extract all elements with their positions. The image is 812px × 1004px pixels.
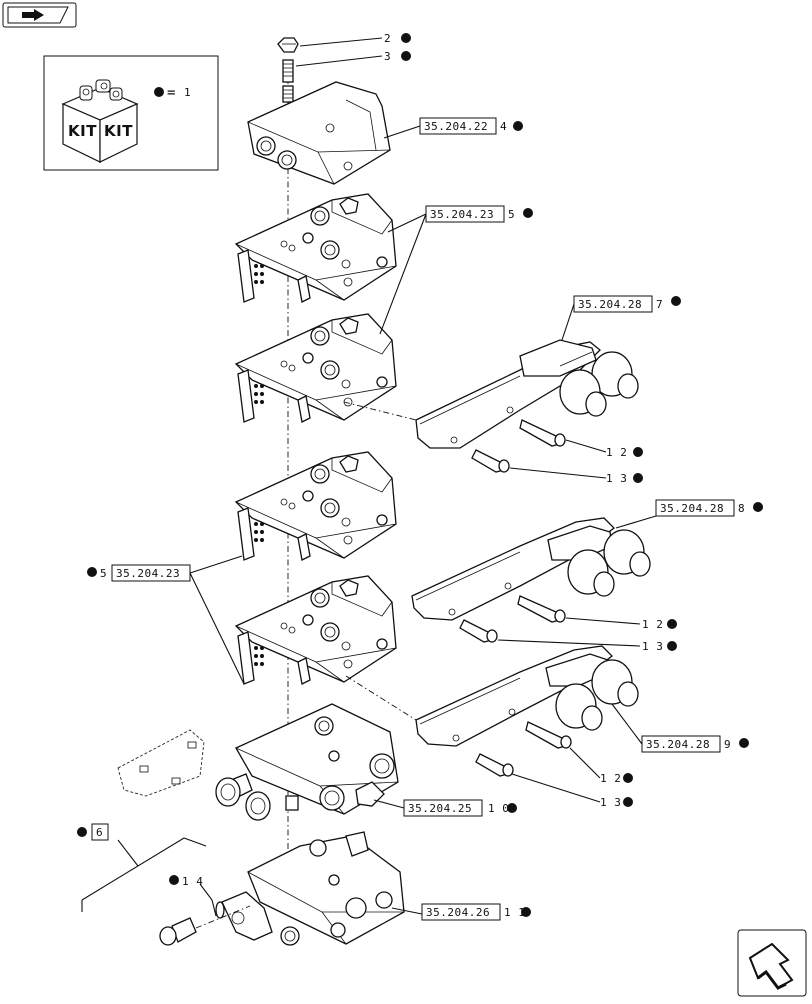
ref-5b-bullet <box>87 567 97 577</box>
bolt-13c[interactable] <box>475 753 514 777</box>
ref-7-bullet <box>671 296 681 306</box>
ref-9: 9 <box>724 738 731 751</box>
handle-assembly-8[interactable] <box>411 517 651 621</box>
arrow-forward-icon[interactable] <box>737 929 807 997</box>
kit-label-right: KIT <box>104 122 133 140</box>
ref-10-bullet <box>507 803 517 813</box>
ref-13a: 1 3 <box>606 472 627 485</box>
ref-8-bullet <box>753 502 763 512</box>
ref-12a: 1 2 <box>606 446 627 459</box>
ref-5b-code[interactable]: 35.204.23 <box>116 567 180 580</box>
ref-6[interactable]: 6 <box>96 826 103 839</box>
bolt-13b[interactable] <box>459 619 498 643</box>
section-10-part[interactable] <box>215 703 399 821</box>
bolt-12c[interactable] <box>525 721 572 749</box>
kit-label-left: KIT <box>68 122 97 140</box>
ref-5-bullet <box>523 208 533 218</box>
ref-7: 7 <box>656 298 663 311</box>
ref-3-bullet <box>401 51 411 61</box>
ref-13b: 1 3 <box>642 640 663 653</box>
ref-5-code[interactable]: 35.204.23 <box>430 208 494 221</box>
gasket-part[interactable] <box>117 729 205 797</box>
o-ring-part[interactable] <box>215 901 225 919</box>
ref-14-bullet <box>169 875 179 885</box>
fitting-part[interactable] <box>159 917 197 946</box>
inlet-section-part[interactable] <box>247 81 391 185</box>
ref-10-code[interactable]: 35.204.25 <box>408 802 472 815</box>
ref-9-code[interactable]: 35.204.28 <box>646 738 710 751</box>
ref-9-bullet <box>739 738 749 748</box>
ref-12b-bullet <box>667 619 677 629</box>
ref-13b-bullet <box>667 641 677 651</box>
section-11-part[interactable] <box>221 831 405 946</box>
ref-13c: 1 3 <box>600 796 621 809</box>
ref-14: 1 4 <box>182 875 203 888</box>
ref-3: 3 <box>384 50 391 63</box>
bolt-13a[interactable] <box>471 449 510 473</box>
ref-11-bullet <box>521 907 531 917</box>
kit-box-icon <box>61 79 139 163</box>
ref-12c: 1 2 <box>600 772 621 785</box>
ref-2-bullet <box>401 33 411 43</box>
ref-11-code[interactable]: 35.204.26 <box>426 906 490 919</box>
ref-13a-bullet <box>633 473 643 483</box>
ref-4: 4 <box>500 120 507 133</box>
ref-12b: 1 2 <box>642 618 663 631</box>
kit-legend: KIT KIT = 1 <box>43 55 219 171</box>
bolt-12b[interactable] <box>517 595 566 623</box>
ref-4-bullet <box>513 121 523 131</box>
valve-section-3[interactable] <box>234 451 397 561</box>
ref-8: 8 <box>738 502 745 515</box>
kit-bullet-icon <box>154 87 164 97</box>
stud-part[interactable] <box>282 59 294 103</box>
handle-assembly-7[interactable] <box>415 339 639 449</box>
ref-13c-bullet <box>623 797 633 807</box>
ref-12c-bullet <box>623 773 633 783</box>
kit-quantity: 1 <box>184 86 191 99</box>
valve-section-4[interactable] <box>234 575 397 685</box>
ref-4-code[interactable]: 35.204.22 <box>424 120 488 133</box>
ref-10: 1 0 <box>488 802 509 815</box>
valve-section-2[interactable] <box>234 313 397 423</box>
ref-5b: 5 <box>100 567 107 580</box>
ref-11: 1 1 <box>504 906 525 919</box>
ref-2: 2 <box>384 32 391 45</box>
kit-equals: = <box>167 85 176 101</box>
valve-section-1[interactable] <box>234 193 397 303</box>
bolt-12a[interactable] <box>519 419 566 447</box>
arrow-left-icon[interactable] <box>2 2 77 28</box>
nut-part[interactable] <box>277 37 299 53</box>
handle-assembly-9[interactable] <box>415 645 639 747</box>
ref-6-bullet <box>77 827 87 837</box>
ref-12a-bullet <box>633 447 643 457</box>
ref-8-code[interactable]: 35.204.28 <box>660 502 724 515</box>
ref-5: 5 <box>508 208 515 221</box>
ref-7-code[interactable]: 35.204.28 <box>578 298 642 311</box>
